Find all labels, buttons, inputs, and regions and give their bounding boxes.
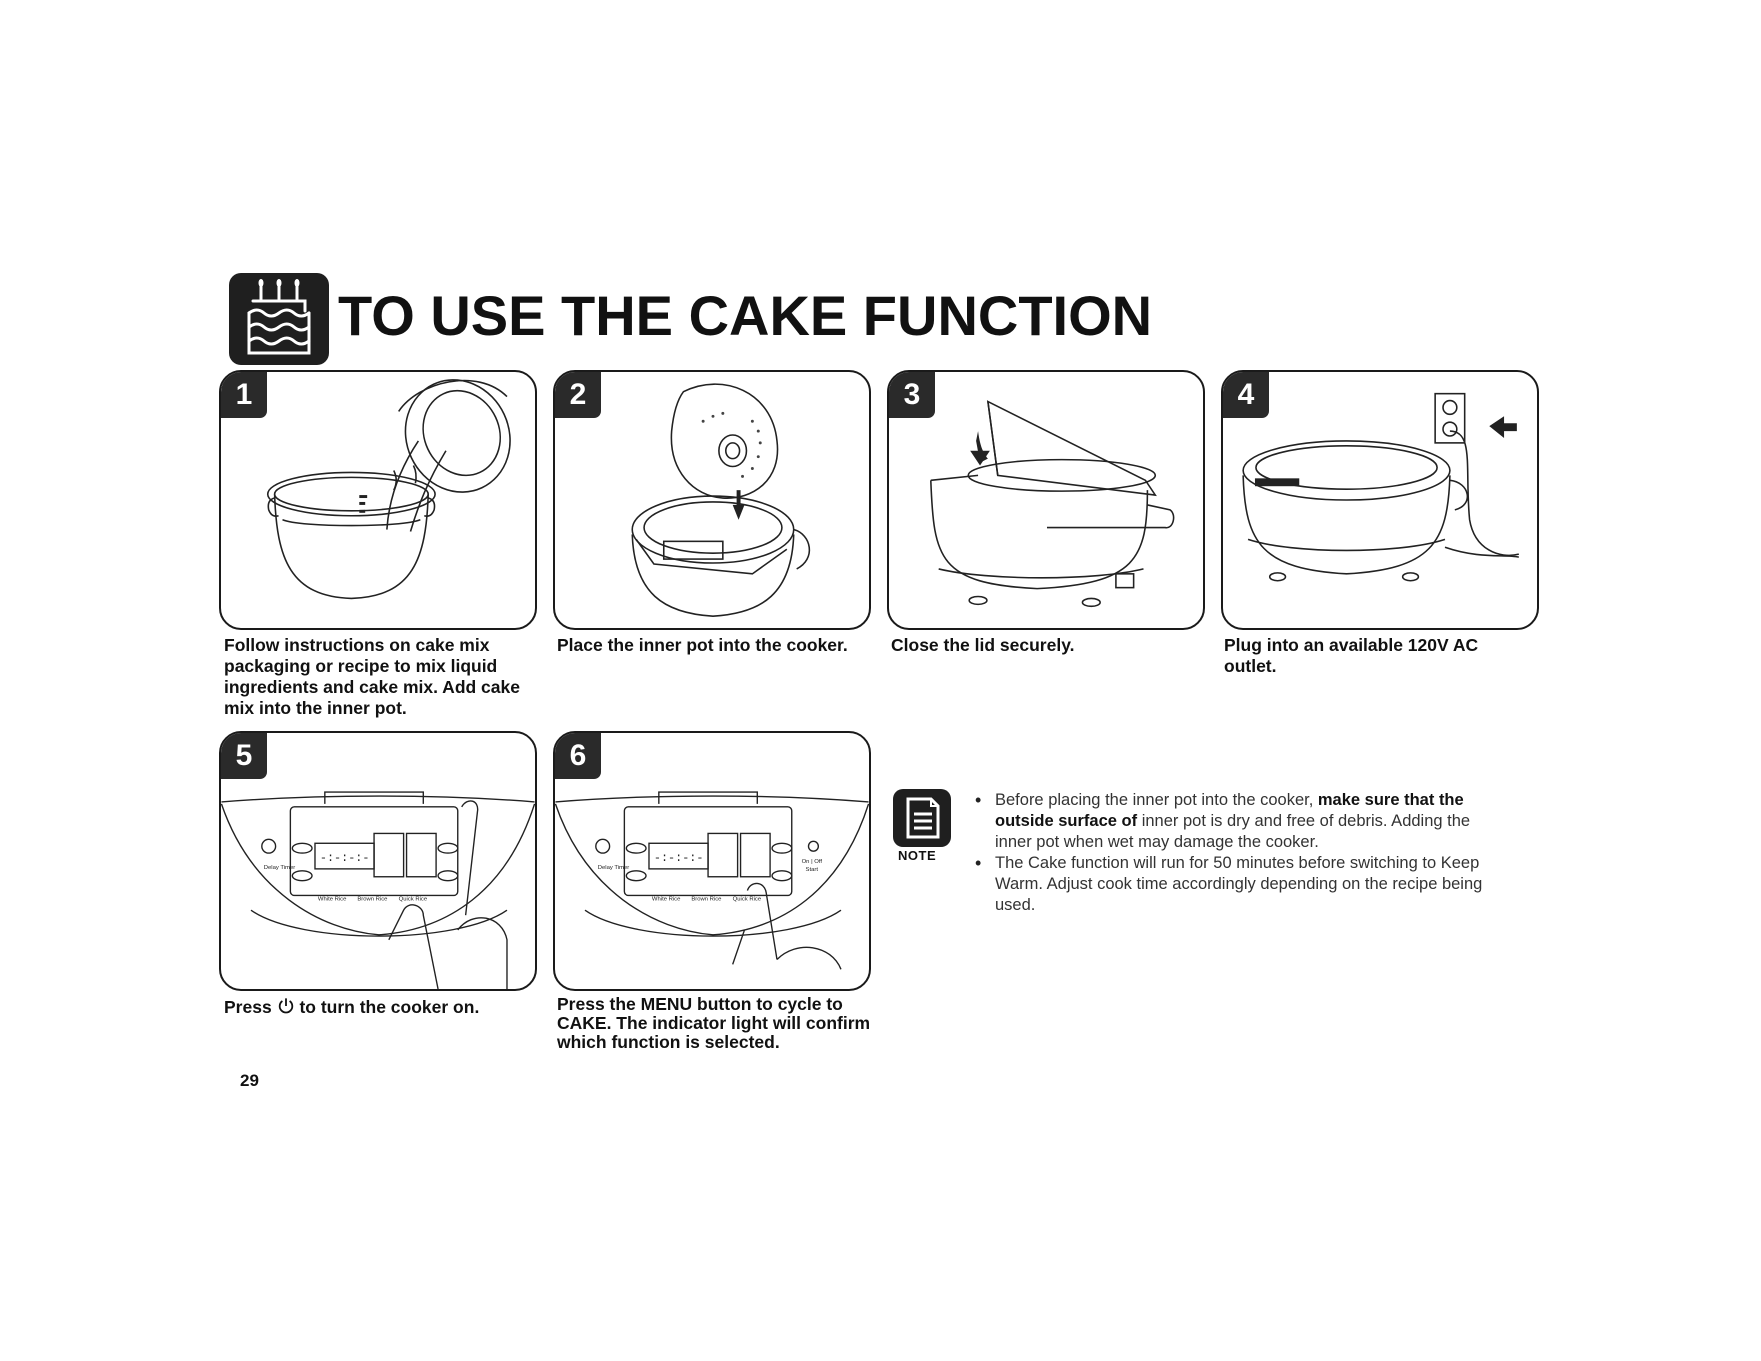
note-icon — [893, 789, 951, 847]
step-1-illustration: 1 — [219, 370, 537, 630]
display-readout: -:-:-:- — [654, 851, 704, 865]
quick-rice-label: Quick Rice — [399, 896, 428, 902]
white-rice-label: White Rice — [652, 896, 681, 902]
note-text: The Cake function will run for 50 minute… — [995, 854, 1482, 914]
caption-text: Press — [224, 997, 272, 1017]
closing-lid-illustration — [889, 372, 1203, 628]
on-off-label: On | Off — [802, 859, 823, 865]
cake-icon — [229, 273, 329, 365]
brown-rice-label: Brown Rice — [357, 896, 388, 902]
note-label: NOTE — [898, 848, 936, 863]
caption-line: CAKE. The indicator light will confirm — [557, 1014, 877, 1033]
inner-pot-into-cooker-illustration — [555, 372, 869, 628]
step-2-caption: Place the inner pot into the cooker. — [557, 635, 867, 656]
caption-line: Close the lid securely. — [891, 635, 1201, 656]
power-icon — [277, 997, 295, 1015]
delay-timer-label: Delay Timer — [264, 865, 295, 871]
note-list: Before placing the inner pot into the co… — [975, 790, 1495, 916]
pouring-into-inner-pot-illustration — [221, 372, 535, 628]
step-3-caption: Close the lid securely. — [891, 635, 1201, 656]
step-6-badge: 6 — [555, 733, 601, 779]
delay-timer-label: Delay Timer — [598, 865, 629, 871]
plug-into-outlet-illustration — [1223, 372, 1537, 628]
caption-line: outlet. — [1224, 656, 1524, 677]
step-4-illustration: 4 — [1221, 370, 1539, 630]
step-6-caption: Press the MENU button to cycle to CAKE. … — [557, 995, 877, 1052]
step-2-illustration: 2 — [553, 370, 871, 630]
caption-line: ingredients and cake mix. Add cake — [224, 677, 524, 698]
note-bullet: The Cake function will run for 50 minute… — [975, 853, 1495, 916]
brown-rice-label: Brown Rice — [691, 896, 722, 902]
step-2-badge: 2 — [555, 372, 601, 418]
quick-rice-label: Quick Rice — [733, 896, 762, 902]
caption-line: Plug into an available 120V AC — [1224, 635, 1524, 656]
caption-text: to turn the cooker on. — [299, 997, 479, 1017]
note-bullet: Before placing the inner pot into the co… — [975, 790, 1495, 853]
start-label: Start — [806, 867, 819, 873]
step-6-illustration: 6 Delay Timer White Rice — [553, 731, 871, 991]
caption-line: packaging or recipe to mix liquid — [224, 656, 524, 677]
caption-line: Press the MENU button to cycle to — [557, 995, 877, 1014]
page-number: 29 — [240, 1071, 259, 1091]
step-4-caption: Plug into an available 120V AC outlet. — [1224, 635, 1524, 677]
step-1-caption: Follow instructions on cake mix packagin… — [224, 635, 524, 719]
pressing-menu-button-illustration: Delay Timer White Rice Brown Rice Quick … — [555, 733, 869, 989]
step-4-badge: 4 — [1223, 372, 1269, 418]
note-text: Before placing the inner pot into the co… — [995, 791, 1318, 809]
step-5-badge: 5 — [221, 733, 267, 779]
step-3-badge: 3 — [889, 372, 935, 418]
step-5-illustration: 5 Delay Timer White Rice — [219, 731, 537, 991]
caption-line: Follow instructions on cake mix — [224, 635, 524, 656]
white-rice-label: White Rice — [318, 896, 347, 902]
caption-line: mix into the inner pot. — [224, 698, 524, 719]
page-title: TO USE THE CAKE FUNCTION — [338, 288, 1152, 344]
display-readout: -:-:-:- — [320, 851, 370, 865]
caption-line: which function is selected. — [557, 1033, 877, 1052]
step-1-badge: 1 — [221, 372, 267, 418]
step-5-caption: Press to turn the cooker on. — [224, 997, 524, 1018]
pressing-power-button-illustration: Delay Timer White Rice Brown Rice Quick … — [221, 733, 535, 989]
step-3-illustration: 3 — [887, 370, 1205, 630]
caption-line: Place the inner pot into the cooker. — [557, 635, 867, 656]
